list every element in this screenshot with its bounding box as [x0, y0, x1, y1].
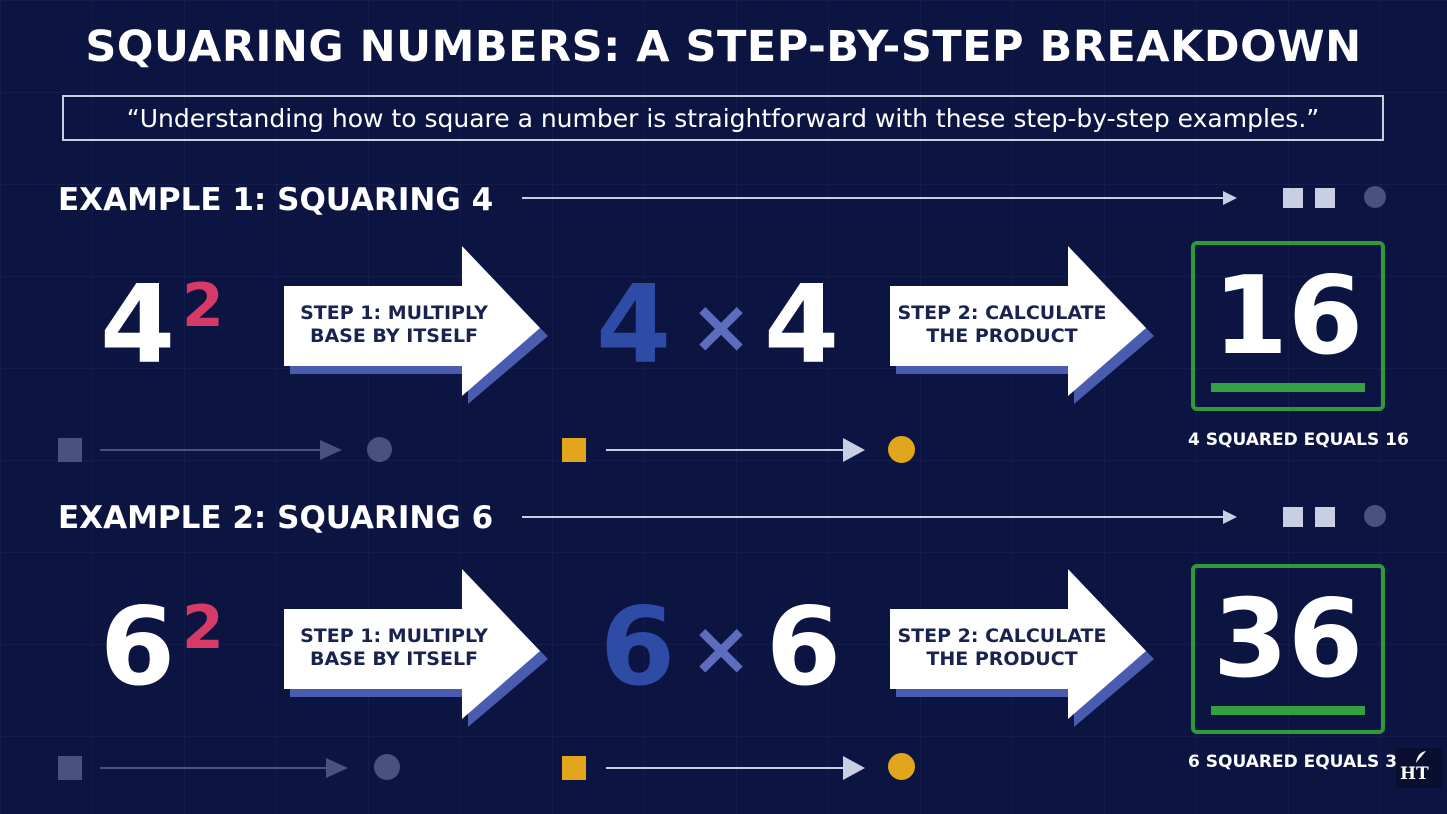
flow-square-marker-yellow — [562, 756, 586, 780]
example-2-times-sign: × — [690, 606, 753, 692]
header-dot-marker — [1364, 505, 1386, 527]
flow-dot-marker — [367, 437, 392, 462]
flow-dot-marker-yellow — [888, 753, 915, 780]
example-1-header-line — [522, 197, 1224, 199]
flow-line — [606, 449, 844, 451]
example-2-result-box: 36 — [1191, 564, 1385, 734]
flow-arrowhead — [326, 758, 348, 778]
feather-pen-icon — [1416, 751, 1426, 763]
flow-arrowhead — [843, 438, 865, 462]
example-1-step1-label: STEP 1: MULTIPLY BASE BY ITSELF — [300, 302, 488, 347]
example-2-step1-arrow — [284, 569, 548, 727]
example-1-caption: 4 SQUARED EQUALS 16 — [1188, 430, 1409, 450]
example-2-caption: 6 SQUARED EQUALS 36 — [1188, 752, 1409, 772]
example-1-heading: EXAMPLE 1: SQUARING 4 — [58, 182, 494, 218]
example-2-step1-label: STEP 1: MULTIPLY BASE BY ITSELF — [300, 625, 488, 670]
example-1-step1-arrow — [284, 246, 548, 404]
header-square-marker — [1283, 507, 1303, 527]
example-2-header-arrowhead — [1223, 510, 1237, 524]
example-2-exponent: 2 — [182, 593, 224, 663]
example-1-mult-right: 4 — [764, 263, 840, 388]
example-2-step2-arrow — [890, 569, 1154, 727]
flow-dot-marker — [374, 754, 400, 780]
example-2-result: 36 — [1212, 577, 1364, 702]
header-square-marker — [1315, 188, 1335, 208]
example-1-step2-label: STEP 2: CALCULATE THE PRODUCT — [897, 302, 1107, 347]
flow-square-marker-yellow — [562, 438, 586, 462]
example-2-header-line — [522, 516, 1224, 518]
flow-dot-marker-yellow — [888, 436, 915, 463]
result-underline — [1211, 706, 1365, 715]
example-1-times-sign: × — [690, 284, 753, 370]
flow-line — [606, 767, 844, 769]
flow-line — [100, 449, 322, 451]
result-underline — [1211, 383, 1365, 392]
quote-box: “Understanding how to square a number is… — [62, 95, 1384, 141]
flow-square-marker — [58, 438, 82, 462]
flow-arrowhead — [843, 756, 865, 780]
example-1-exponent: 2 — [182, 271, 224, 341]
example-1-result: 16 — [1212, 254, 1364, 379]
example-2-heading: EXAMPLE 2: SQUARING 6 — [58, 500, 494, 536]
example-2-mult-right: 6 — [766, 585, 842, 710]
example-2-step2-label: STEP 2: CALCULATE THE PRODUCT — [897, 625, 1107, 670]
flow-line — [100, 767, 328, 769]
example-1-result-box: 16 — [1191, 241, 1385, 411]
page-title: SQUARING NUMBERS: A STEP-BY-STEP BREAKDO… — [85, 22, 1362, 72]
header-square-marker — [1283, 188, 1303, 208]
logo-text: HT — [1400, 764, 1429, 784]
flow-square-marker — [58, 756, 82, 780]
example-1-step2-arrow — [890, 246, 1154, 404]
header-dot-marker — [1364, 186, 1386, 208]
flow-arrowhead — [320, 440, 342, 460]
ht-logo: HT — [1396, 748, 1442, 788]
example-1-base: 4 — [100, 263, 176, 388]
quote-text: “Understanding how to square a number is… — [126, 103, 1320, 133]
example-2-base: 6 — [100, 585, 176, 710]
example-2-mult-left: 6 — [600, 585, 676, 710]
example-1-mult-left: 4 — [596, 263, 672, 388]
example-1-header-arrowhead — [1223, 191, 1237, 205]
header-square-marker — [1315, 507, 1335, 527]
